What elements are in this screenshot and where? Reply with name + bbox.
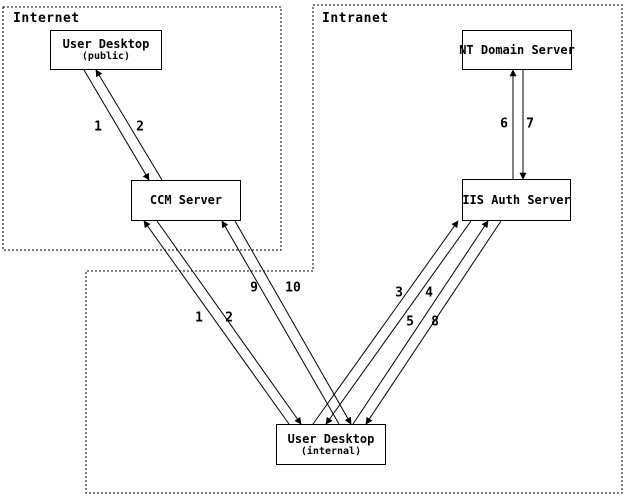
- edge-line-10-ccm-server-to-user-desktop-internal: [234, 220, 352, 425]
- edge-line-5-user-desktop-internal-to-iis-auth-server: [352, 220, 489, 425]
- node-subtitle: (internal): [300, 445, 362, 457]
- edge-label-2: 2: [225, 311, 233, 326]
- internet-region-label: Internet: [13, 11, 80, 26]
- node-title: User Desktop: [287, 431, 375, 446]
- edge-label-9: 9: [250, 281, 258, 296]
- edge-line-1-user-desktop-public-to-ccm-server: [83, 69, 150, 181]
- edge-line-2-ccm-server-to-user-desktop-internal: [156, 220, 302, 425]
- node-subtitle: (public): [81, 51, 131, 62]
- region-outlines-layer: [2, 4, 623, 494]
- edge-line-3-user-desktop-internal-to-iis-auth-server: [312, 220, 459, 425]
- edge-label-1: 1: [195, 311, 203, 326]
- edge-label-6: 6: [500, 117, 508, 132]
- node-title: User Desktop: [62, 37, 150, 51]
- edge-label-3: 3: [395, 286, 403, 301]
- edge-line-8-iis-auth-server-to-user-desktop-internal: [365, 220, 502, 425]
- edge-label-8: 8: [431, 315, 439, 330]
- edge-line-4-iis-auth-server-to-user-desktop-internal: [325, 220, 472, 425]
- edge-label-1: 1: [94, 120, 102, 135]
- node-title: IIS Auth Server: [462, 192, 571, 207]
- node-title: NT Domain Server: [459, 42, 575, 57]
- node-user-desktop-internal: User Desktop (internal): [276, 424, 386, 465]
- edge-label-4: 4: [425, 286, 433, 301]
- edge-labels-layer: 1 2 6 7 1 2 9 10 3 45 8: [94, 117, 534, 330]
- node-nt-domain-server: NT Domain Server: [459, 30, 575, 70]
- node-title: CCM Server: [149, 193, 223, 207]
- edge-label-10: 10: [285, 281, 301, 296]
- node-ccm-server: CCM Server: [131, 180, 241, 221]
- edges-layer: [83, 69, 527, 425]
- node-user-desktop-public: User Desktop (public): [50, 30, 162, 70]
- edge-line-9-user-desktop-internal-to-ccm-server: [221, 220, 340, 425]
- edge-label-2: 2: [136, 120, 144, 135]
- edge-label-7: 7: [526, 117, 534, 132]
- edge-label-5: 5: [406, 315, 414, 330]
- intranet-region-outline: [85, 4, 623, 494]
- internet-region-outline: [2, 6, 282, 251]
- intranet-region-label: Intranet: [322, 11, 389, 26]
- edge-line-2-ccm-server-to-user-desktop-public: [95, 69, 163, 181]
- node-iis-auth-server: IIS Auth Server: [462, 179, 571, 221]
- edge-line-1-user-desktop-internal-to-ccm-server: [143, 220, 290, 425]
